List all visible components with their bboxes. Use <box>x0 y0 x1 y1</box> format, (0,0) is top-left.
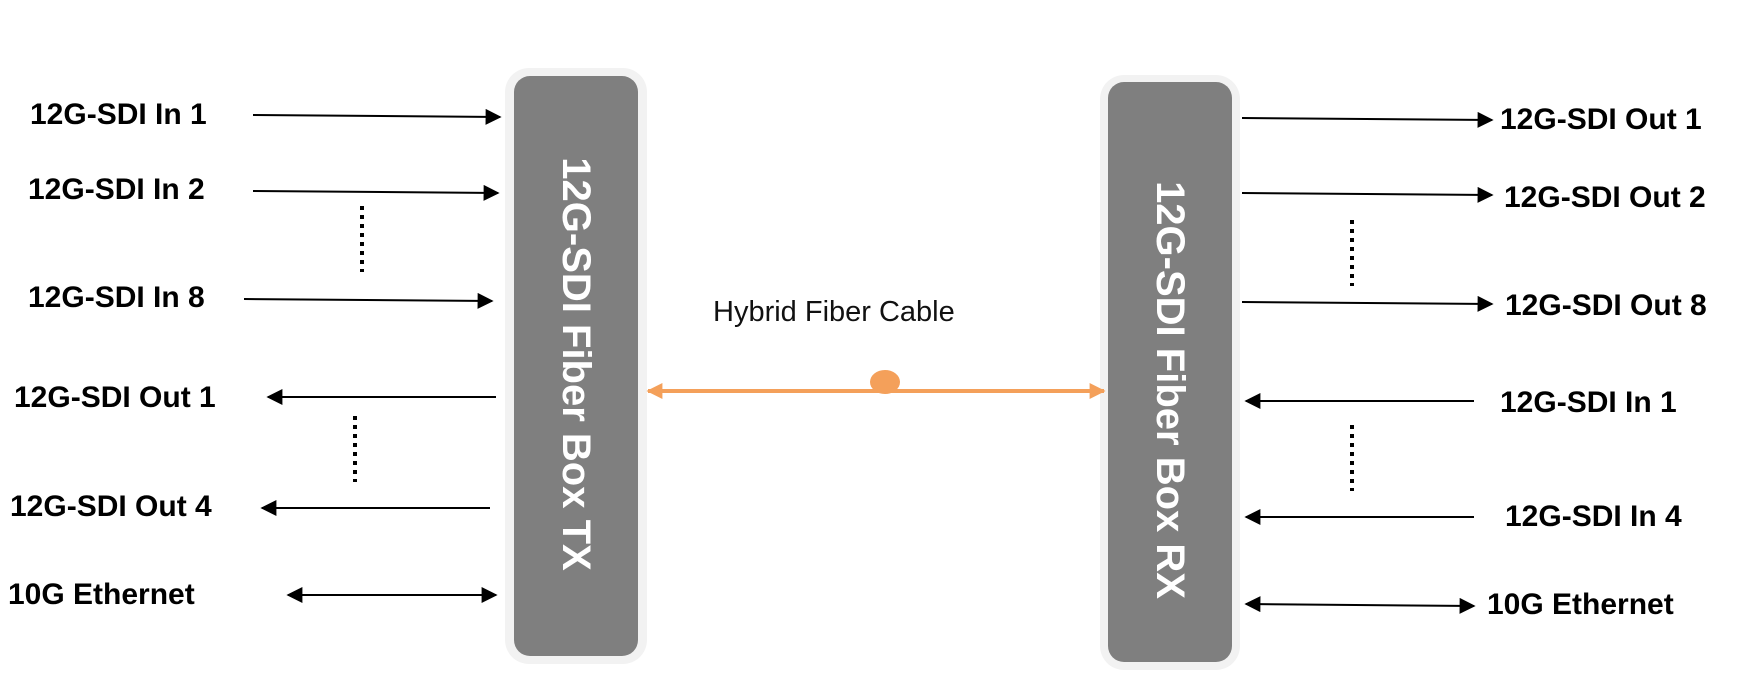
rx-output-8-arrow <box>1241 295 1494 312</box>
tx-ethernet-label: 10G Ethernet <box>8 578 195 611</box>
rx-input-label-4: 12G-SDI In 4 <box>1505 500 1682 533</box>
rx-box-title: 12G-SDI Fiber Box RX <box>1148 181 1192 599</box>
tx-input-label-8: 12G-SDI In 8 <box>28 281 205 314</box>
tx-box-title: 12G-SDI Fiber Box TX <box>554 157 598 571</box>
cable-node-dot <box>870 370 900 394</box>
tx-input-8-arrow <box>243 292 494 309</box>
rx-output-label-8: 12G-SDI Out 8 <box>1505 289 1707 322</box>
tx-input-2-arrow <box>252 184 500 201</box>
rx-ethernet-arrow <box>1244 596 1476 614</box>
rx-ethernet-label: 10G Ethernet <box>1487 588 1674 621</box>
rx-output-1-arrow <box>1241 111 1494 128</box>
tx-input-label-1: 12G-SDI In 1 <box>30 98 207 131</box>
rx-box <box>1108 82 1232 662</box>
rx-output-label-1: 12G-SDI Out 1 <box>1500 103 1702 136</box>
hybrid-fiber-cable-label: Hybrid Fiber Cable <box>713 296 955 328</box>
rx-input-label-1: 12G-SDI In 1 <box>1500 386 1677 419</box>
tx-output-label-1: 12G-SDI Out 1 <box>14 381 216 414</box>
tx-box <box>514 76 638 656</box>
rx-output-label-2: 12G-SDI Out 2 <box>1504 181 1706 214</box>
tx-input-label-2: 12G-SDI In 2 <box>28 173 205 206</box>
tx-input-1-arrow <box>252 108 502 125</box>
tx-output-label-4: 12G-SDI Out 4 <box>10 490 212 523</box>
rx-output-2-arrow <box>1241 186 1494 203</box>
